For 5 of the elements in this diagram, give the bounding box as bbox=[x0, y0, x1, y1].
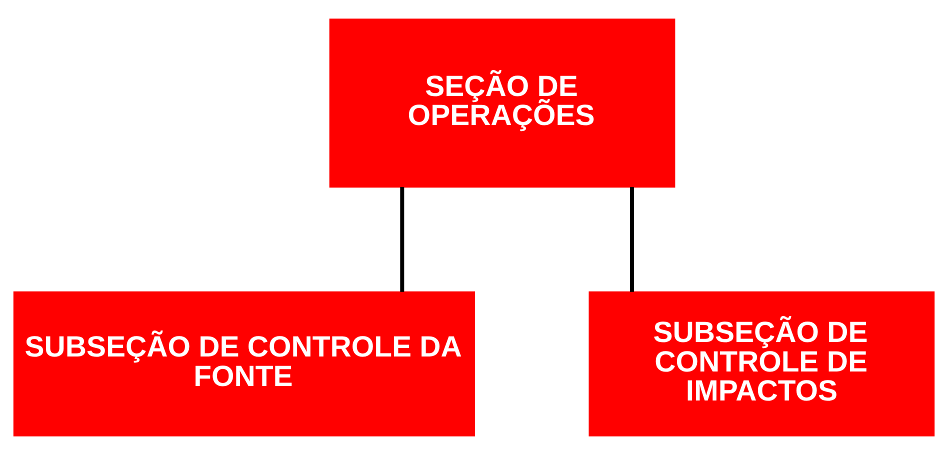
node-box: SUBSEÇÃO DE CONTROLE DA FONTE bbox=[13, 291, 475, 436]
connector bbox=[630, 187, 634, 292]
node-box: SEÇÃO DE OPERAÇÕES bbox=[329, 18, 676, 188]
connector bbox=[400, 187, 404, 292]
node-box: SUBSEÇÃO DE CONTROLE DE IMPACTOS bbox=[588, 291, 935, 436]
